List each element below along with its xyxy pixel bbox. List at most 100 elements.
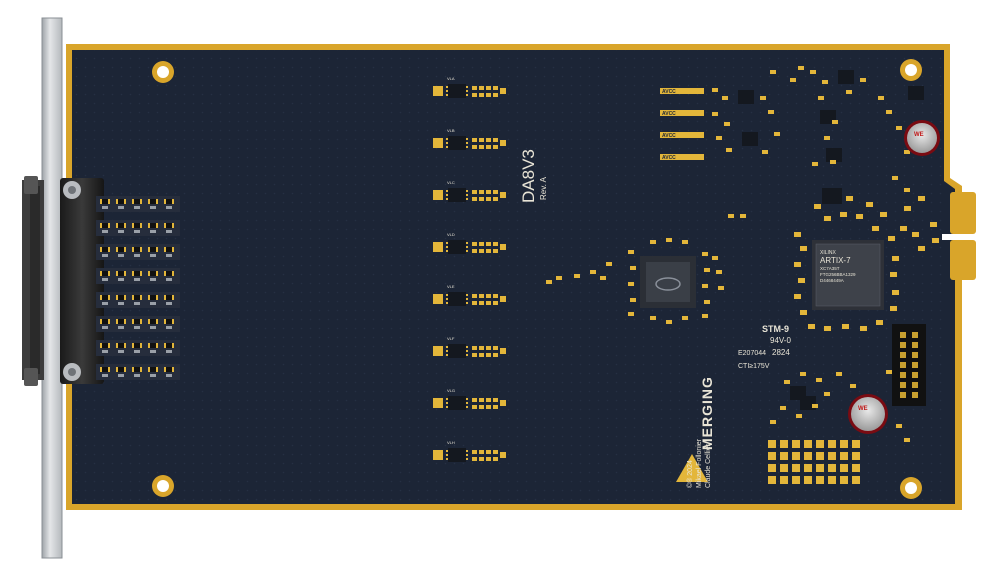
smd-pad (866, 202, 873, 207)
test-pad (804, 464, 812, 472)
power-rail-4: AVCC (660, 154, 704, 161)
smd-pad (600, 276, 606, 280)
smd-pad (808, 324, 815, 329)
smd-pad (702, 284, 708, 288)
smd-pad (892, 256, 899, 261)
dsub-connector (22, 176, 104, 386)
smd-pad (762, 150, 768, 154)
header-pin (912, 372, 918, 378)
driver-row (96, 220, 180, 236)
test-pad (840, 452, 848, 460)
power-rail-label: AVCC (662, 111, 676, 117)
smd-pad (842, 324, 849, 329)
fpga-passives (794, 188, 939, 331)
test-pad (828, 440, 836, 448)
smd-pad (872, 226, 879, 231)
test-pad (816, 476, 824, 484)
smd-pad (796, 414, 802, 418)
smd-pad (726, 148, 732, 152)
test-pad (852, 476, 860, 484)
svg-text:XC7A35T: XC7A35T (820, 266, 840, 271)
driver-row (96, 244, 180, 260)
dsp-passives (546, 238, 724, 324)
ic-chip (838, 70, 854, 84)
smd-pad (846, 90, 852, 94)
smd-pad (856, 214, 863, 219)
smd-pad (896, 424, 902, 428)
channel-label: VLG (447, 388, 455, 393)
smd-pad (892, 290, 899, 295)
channel-label: VLE (447, 284, 455, 289)
smd-pad (774, 132, 780, 136)
dac-channel-7: VLG (433, 388, 506, 410)
smd-pad (728, 214, 734, 218)
test-pad (816, 452, 824, 460)
smd-pad (770, 420, 776, 424)
svg-text:WE: WE (858, 406, 868, 412)
test-pad (828, 452, 836, 460)
model-label: DA8V3 Rev. A (519, 149, 548, 203)
test-pad (780, 464, 788, 472)
smd-pad (810, 70, 816, 74)
smd-pad (606, 262, 612, 266)
smd-pad (824, 136, 830, 140)
test-pad (852, 464, 860, 472)
driver-row (96, 268, 180, 284)
test-pad (780, 440, 788, 448)
smd-pad (878, 96, 884, 100)
smd-pad (702, 252, 708, 256)
ic-chip (908, 86, 924, 100)
smd-pad (904, 188, 910, 192)
test-pad (840, 476, 848, 484)
test-pad (852, 452, 860, 460)
smd-pad (814, 204, 821, 209)
pin-header (892, 324, 926, 406)
smd-pad (702, 314, 708, 318)
smd-pad (930, 222, 937, 227)
smd-pad (912, 232, 919, 237)
smd-pad (794, 294, 801, 299)
smd-pad (712, 256, 718, 260)
smd-pad (704, 300, 710, 304)
smd-pad (760, 96, 766, 100)
driver-row (96, 292, 180, 308)
smd-pad (824, 326, 831, 331)
smd-pad (716, 270, 722, 274)
ic-chip (826, 148, 842, 162)
dsp-chip (640, 256, 696, 308)
smd-pad (712, 88, 718, 92)
smd-pad (794, 262, 801, 267)
smd-pad (574, 274, 580, 278)
pcb-board (66, 44, 962, 510)
power-rail-1: AVCC (660, 88, 704, 95)
svg-text:E207044: E207044 (738, 350, 766, 357)
dac-channel-1: VLA (433, 76, 506, 98)
smd-pad (716, 136, 722, 140)
smd-pad (546, 280, 552, 284)
smd-pad (892, 176, 898, 180)
smd-pad (712, 112, 718, 116)
test-pad (840, 440, 848, 448)
smd-pad (890, 306, 897, 311)
smd-pad (824, 392, 830, 396)
capacitor-bottom: WE (848, 394, 888, 434)
smd-pad (818, 96, 824, 100)
header-pin (912, 342, 918, 348)
dac-channel-2: VLB (433, 128, 506, 150)
header-pin (900, 382, 906, 388)
smd-pad (812, 162, 818, 166)
smd-pad (824, 216, 831, 221)
smd-pad (904, 150, 910, 154)
test-pad (768, 464, 776, 472)
smd-pad (890, 272, 897, 277)
smd-pad (904, 206, 911, 211)
smd-pad (822, 80, 828, 84)
smd-pad (830, 160, 836, 164)
smd-pad (812, 404, 818, 408)
smd-pad (798, 66, 804, 70)
ic-chip (738, 90, 754, 104)
smd-pad (918, 246, 925, 251)
smd-pad (850, 384, 856, 388)
